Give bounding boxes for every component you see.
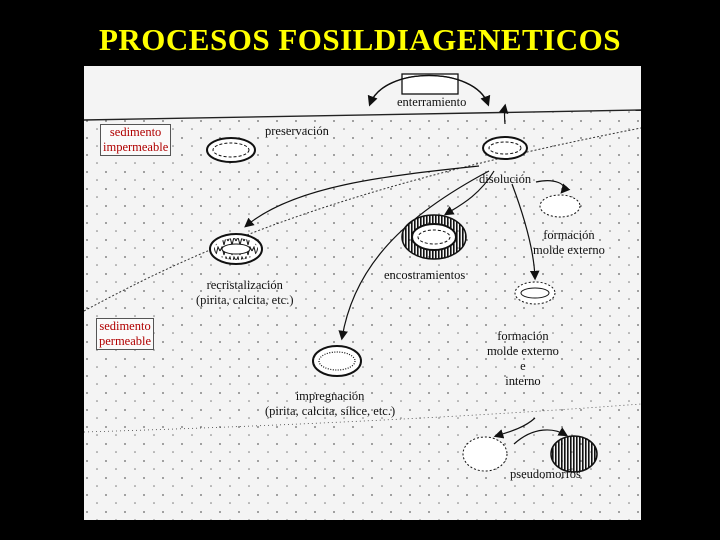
mold-external: [539, 194, 581, 218]
label-encostramientos: encostramientos: [384, 268, 466, 282]
arrow-to-external-mold: [535, 180, 571, 194]
page-title: PROCESOS FOSILDIAGENETICOS: [98, 22, 622, 57]
arrow-to-encrusted: [443, 170, 495, 216]
burial-bar: [401, 73, 459, 95]
diagram-panel: enterramiento sedimento impermeable pres…: [84, 66, 641, 520]
label-disolucion: disolución: [479, 172, 532, 186]
label-impermeable-sediment: sedimento impermeable: [100, 124, 172, 156]
shell-pseudomorph: [550, 435, 598, 473]
arrow-to-impregnation: [338, 170, 490, 341]
mold-internal: [514, 281, 556, 305]
shell-preservation-right: [482, 136, 528, 160]
label-permeable-sediment: sedimento permeable: [96, 318, 155, 350]
shell-impregnated: [312, 345, 362, 377]
sediment-surface-line: [84, 109, 641, 121]
arrow-to-pseudomorph: [513, 427, 569, 445]
label-formacion-molde-externo-interno: formación molde externo e interno: [487, 329, 559, 388]
label-impregnacion: impregnación (pirita, calcita, sílice, e…: [265, 389, 396, 418]
label-preservacion: preservación: [265, 124, 329, 138]
arrow-to-internal-mold: [511, 183, 540, 281]
label-enterramiento: enterramiento: [397, 95, 467, 109]
label-formacion-molde-externo: formación molde externo: [533, 228, 605, 257]
burial-arrow-left: [367, 74, 489, 107]
diagram-canvas: [84, 73, 641, 520]
shell-preservation-left: [206, 137, 256, 163]
mold-pseudomorph-empty: [462, 436, 508, 472]
arrow-to-pseudomorph-mold: [493, 417, 536, 439]
permeable-boundary-line: [84, 127, 641, 312]
label-recristalizacion: recristalización (pirita, calcita, etc.): [196, 278, 294, 307]
sediment-layer: [84, 110, 641, 520]
label-pseudomorfos: pseudomorfos: [510, 467, 581, 481]
arrow-to-recrystallization: [244, 165, 480, 228]
